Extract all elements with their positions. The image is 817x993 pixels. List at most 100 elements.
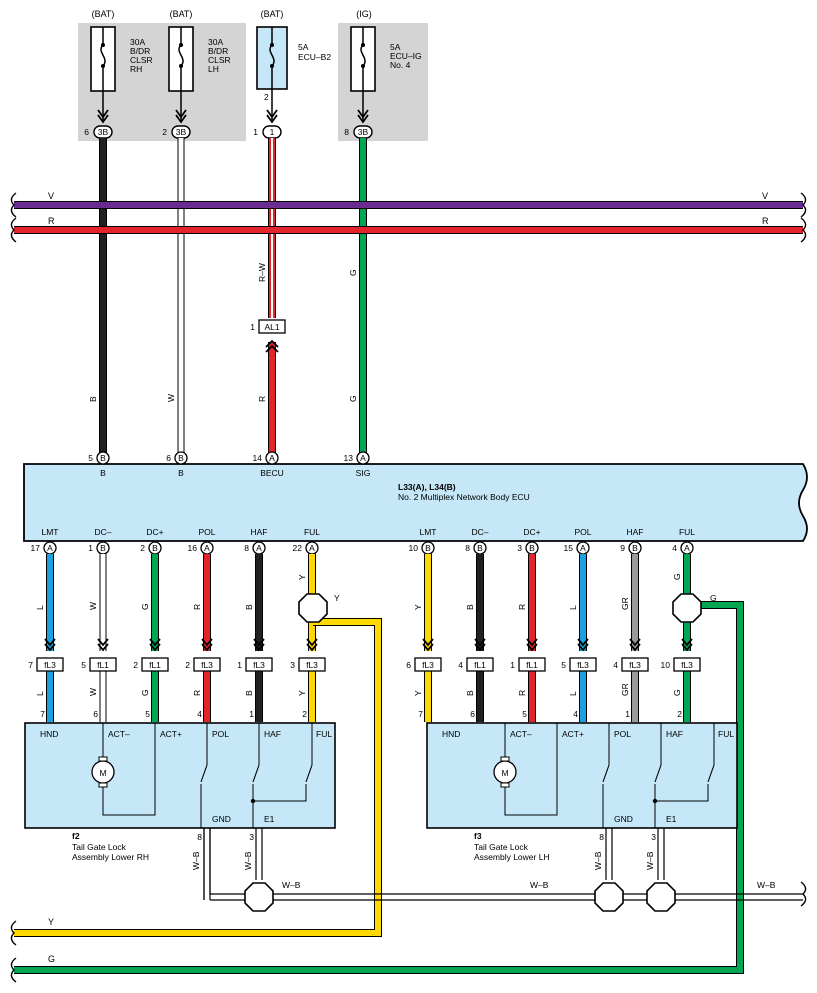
connector-fl3	[414, 657, 442, 672]
arrow	[681, 638, 693, 652]
bus-v: V V	[10, 191, 807, 218]
module-pin-label: FUL	[316, 729, 332, 739]
svg-text:R–W: R–W	[257, 263, 267, 282]
wire-internal	[504, 723, 558, 816]
wire-color-label: R	[517, 604, 527, 610]
module-pin-label: ACT+	[562, 729, 584, 739]
connector-al1: AL1 1	[250, 319, 286, 353]
svg-text:R: R	[257, 396, 267, 402]
svg-text:G: G	[710, 593, 717, 603]
svg-text:1: 1	[250, 322, 255, 332]
connector-label: fL3	[629, 660, 641, 670]
pin-conn: B	[100, 543, 106, 553]
wire-color-label: W	[88, 688, 98, 696]
svg-text:R: R	[48, 216, 55, 226]
connector-pin: 6	[406, 660, 411, 670]
ground-wire	[203, 828, 211, 900]
pin-conn: A	[684, 543, 690, 553]
switch-icon	[305, 764, 313, 783]
connector-fl3	[36, 657, 64, 672]
motor-brush	[98, 756, 108, 762]
module-pin: 5	[145, 709, 150, 719]
motor-label: M	[501, 768, 508, 778]
wire-color-label: G	[140, 603, 150, 610]
svg-text:ECU–IG: ECU–IG	[390, 51, 422, 61]
module-pin: 2	[302, 709, 307, 719]
svg-text:LH: LH	[208, 64, 219, 74]
svg-text:W–B: W–B	[530, 880, 549, 890]
connector-fl1	[518, 657, 546, 672]
ground-pin: 3	[249, 832, 254, 842]
connector-label: fL1	[97, 660, 109, 670]
svg-text:Y: Y	[48, 917, 54, 927]
fuse-30a-bdr-clsr-rh: (BAT) 30A B/DR CLSR RH	[90, 9, 153, 92]
svg-text:R: R	[762, 216, 769, 226]
svg-text:B: B	[178, 468, 184, 478]
motor-brush	[500, 782, 510, 788]
wire-color-label: GR	[620, 597, 630, 610]
svg-text:B: B	[88, 396, 98, 402]
wire-color-label: B	[465, 604, 475, 610]
switch-icon	[707, 764, 715, 783]
connector-label: fL1	[149, 660, 161, 670]
motor-brush	[500, 756, 510, 762]
pin-label: HAF	[627, 527, 644, 537]
splice-y: Y Y	[10, 593, 382, 946]
svg-text:3B: 3B	[176, 127, 187, 137]
module-name: Tail Gate Lock	[474, 842, 529, 852]
wire-internal	[102, 723, 156, 816]
ground-pin: 8	[599, 832, 604, 842]
upper-wire-labels: B W R–W R G G	[88, 263, 358, 402]
upper-wires	[99, 138, 367, 453]
ecu-body: L33(A), L34(B) No. 2 Multiplex Network B…	[23, 463, 808, 542]
wire-color-label: Y	[297, 690, 307, 696]
ground-splice	[594, 882, 624, 912]
junction-dot	[250, 798, 256, 804]
svg-text:3B: 3B	[98, 127, 109, 137]
pin-conn: B	[632, 543, 638, 553]
module-pin-label: HND	[442, 729, 460, 739]
pin-conn: A	[47, 543, 53, 553]
svg-text:B/DR: B/DR	[130, 46, 150, 56]
connector-fl3	[621, 657, 649, 672]
arrow	[253, 638, 265, 652]
connector-fl1	[89, 657, 117, 672]
wire-color-label: G	[140, 689, 150, 696]
connector-fl3	[298, 657, 326, 672]
svg-text:Y: Y	[334, 593, 340, 603]
svg-text:No. 2 Multiplex Network Body E: No. 2 Multiplex Network Body ECU	[398, 492, 530, 502]
connector-pin: 2	[185, 660, 190, 670]
wire-color-label: G	[672, 689, 682, 696]
pin-conn: B	[152, 543, 158, 553]
module-pin: 4	[197, 709, 202, 719]
connector-label: fL3	[577, 660, 589, 670]
svg-text:A: A	[269, 453, 275, 463]
module-pin: 1	[249, 709, 254, 719]
svg-text:L33(A), L34(B): L33(A), L34(B)	[398, 482, 456, 492]
pin-number: 3	[517, 543, 522, 553]
fuse-5a-ecu-ig-no4: (IG) 5A ECU–IG No. 4	[350, 9, 422, 92]
svg-text:6: 6	[84, 127, 89, 137]
wire-color-label: Y	[413, 604, 423, 610]
svg-text:V: V	[762, 191, 768, 201]
connector-fl3	[569, 657, 597, 672]
svg-text:W–B: W–B	[282, 880, 301, 890]
pin-conn: A	[256, 543, 262, 553]
fuse-5a-ecu-b2: (BAT) 5A ECU–B2 2	[256, 9, 331, 120]
svg-text:ECU–B2: ECU–B2	[298, 52, 331, 62]
wire-color-label: B	[244, 690, 254, 696]
bus-r: R R	[10, 216, 807, 243]
pin-label: POL	[198, 527, 215, 537]
wire-color-label: L	[35, 605, 45, 610]
module-body	[24, 722, 336, 829]
pin-number: 8	[465, 543, 470, 553]
switch-icon	[200, 764, 208, 783]
svg-text:BECU: BECU	[260, 468, 284, 478]
connector-fl3	[193, 657, 221, 672]
